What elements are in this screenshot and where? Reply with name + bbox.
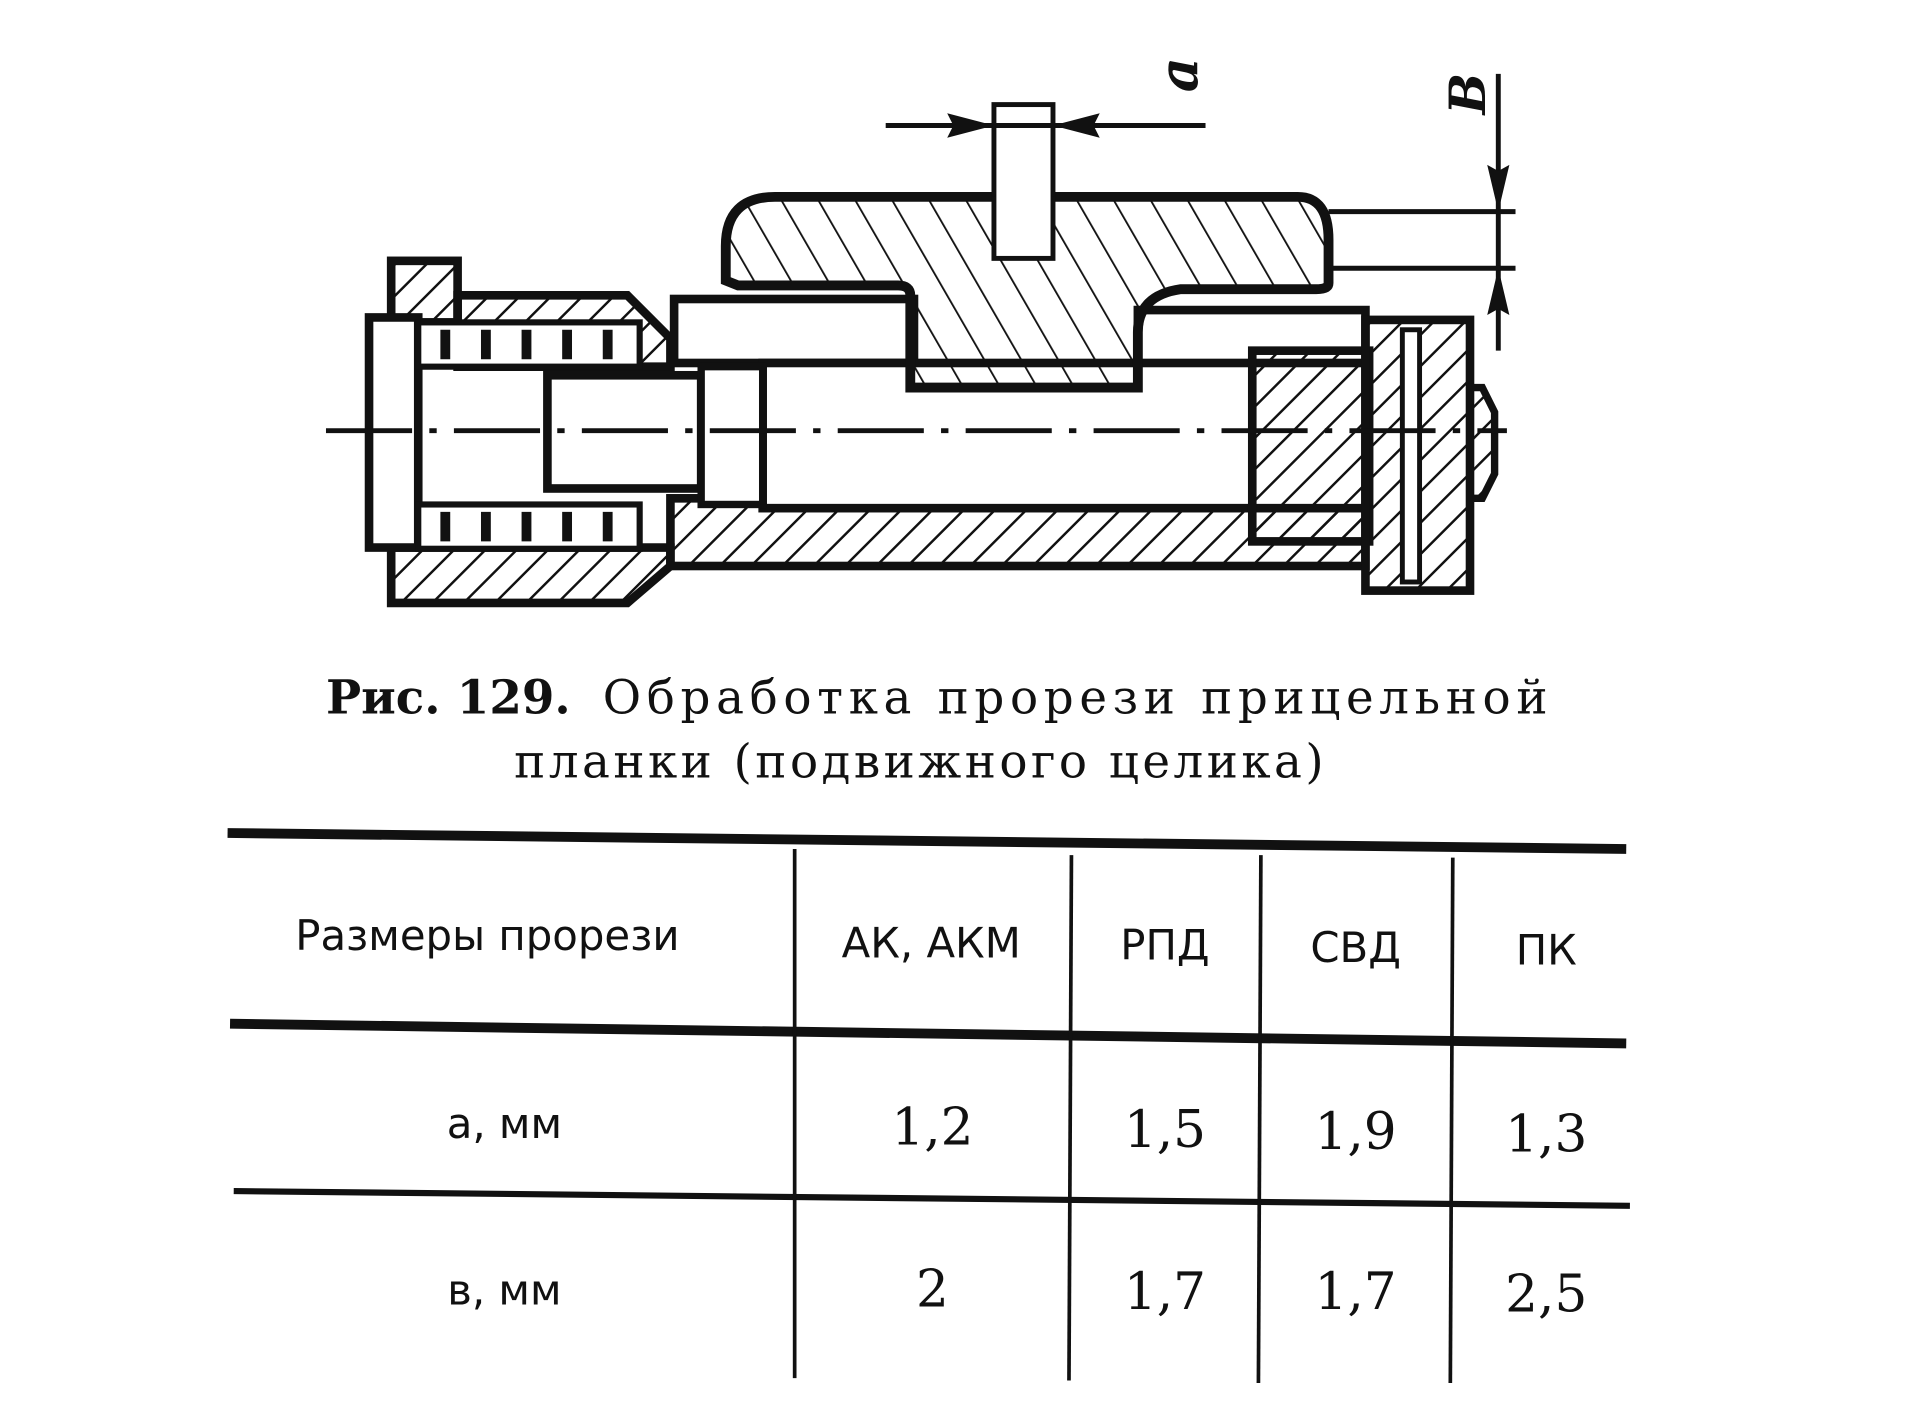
spring-coils-bottom	[440, 511, 613, 542]
sight-slot	[991, 102, 1056, 261]
table-cell: 1,7	[1315, 1262, 1397, 1322]
left-nut-top	[386, 256, 462, 327]
arrow-up-icon	[1487, 268, 1510, 315]
dimensions-table: Размеры прорези АК, АКМ РПД СВД ПК а, мм…	[227, 828, 1630, 1384]
dimension-a-label: a	[1146, 57, 1210, 92]
caption-line-2: планки (подвижного целика)	[514, 736, 1323, 790]
upper-guide	[669, 294, 919, 368]
caption-line-1: Обработка прорези прицельной	[603, 672, 1548, 726]
table-rule-row	[233, 1187, 1630, 1209]
table-cell: 2,5	[1505, 1265, 1587, 1325]
table-cell: 1,2	[891, 1097, 973, 1157]
right-sleeve	[1247, 346, 1374, 546]
row-label: а, мм	[447, 1099, 562, 1148]
header-cell: РПД	[1120, 921, 1209, 970]
cap-pin	[1399, 327, 1423, 585]
table-cell: 1,5	[1124, 1100, 1206, 1160]
caption-number: Рис. 129.	[326, 671, 571, 726]
header-cell: СВД	[1310, 923, 1401, 972]
spring-coils-top	[440, 329, 613, 360]
row-label: в, мм	[447, 1265, 561, 1314]
table-cell: 1,7	[1124, 1262, 1206, 1322]
header-cell: ПК	[1516, 926, 1577, 975]
header-cell: АК, АКМ	[842, 918, 1021, 967]
spring-housing-bottom	[386, 543, 675, 608]
sight-leaf	[720, 191, 1334, 393]
technical-drawing: a B	[325, 57, 1516, 608]
end-nut	[1466, 383, 1499, 503]
arrow-down-icon	[1487, 164, 1510, 212]
table-cell: 1,3	[1505, 1105, 1587, 1165]
table-cell: 2	[916, 1260, 949, 1320]
table-row: в, мм 2 1,7 1,7 2,5	[447, 1260, 1587, 1325]
arrow-right-icon	[947, 113, 994, 138]
figure-caption: Рис. 129. Обработка прорези прицельной п…	[326, 671, 1548, 790]
table-header-row: Размеры прорези АК, АКМ РПД СВД ПК	[295, 911, 1577, 975]
table-rule-top	[227, 828, 1627, 854]
table-rule-header	[229, 1018, 1627, 1049]
dimension-b-label: B	[1439, 73, 1497, 117]
table-column-rules	[792, 849, 1455, 1384]
arrow-left-icon	[1052, 113, 1100, 138]
header-cell: Размеры прорези	[295, 911, 679, 960]
inner-rod	[697, 362, 767, 509]
table-row: а, мм 1,2 1,5 1,9 1,3	[447, 1097, 1588, 1164]
table-cell: 1,9	[1315, 1102, 1397, 1162]
